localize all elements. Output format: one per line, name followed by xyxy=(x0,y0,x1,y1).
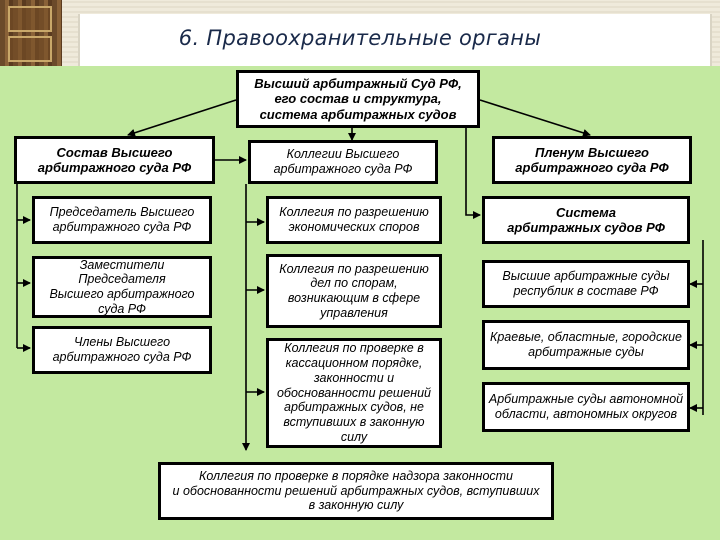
decorative-tile xyxy=(8,36,52,62)
col1-header: Состав Высшего арбитражного суда РФ xyxy=(14,136,215,184)
col2-item-administrative: Коллегия по разрешению дел по спорам, во… xyxy=(266,254,442,328)
top-box-supreme-court: Высший арбитражный Суд РФ, его состав и … xyxy=(236,70,480,128)
col3-item-republic-courts: Высшие арбитражные суды республик в сост… xyxy=(482,260,690,308)
col2-item-cassation: Коллегия по проверке в кассационном поря… xyxy=(266,338,442,448)
col3-header-plenum: Пленум Высшего арбитражного суда РФ xyxy=(492,136,692,184)
col2-item-economic: Коллегия по разрешению экономических спо… xyxy=(266,196,442,244)
col1-item-chairman: Председатель Высшего арбитражного суда Р… xyxy=(32,196,212,244)
header-panel xyxy=(78,14,712,66)
col3-item-regional-courts: Краевые, областные, городские арбитражны… xyxy=(482,320,690,370)
col2-header: Коллегии Высшего арбитражного суда РФ xyxy=(248,140,438,184)
col1-item-members: Члены Высшего арбитражного суда РФ xyxy=(32,326,212,374)
decorative-border xyxy=(0,0,62,66)
bottom-box-supervisory: Коллегия по проверке в порядке надзора з… xyxy=(158,462,554,520)
col1-item-deputies: Заместители Председателя Высшего арбитра… xyxy=(32,256,212,318)
slide-title: 6. Правоохранительные органы xyxy=(178,26,542,50)
col3-item-autonomous-courts: Арбитражные суды автономной области, авт… xyxy=(482,382,690,432)
decorative-tile xyxy=(8,6,52,32)
col3-system: Система арбитражных судов РФ xyxy=(482,196,690,244)
